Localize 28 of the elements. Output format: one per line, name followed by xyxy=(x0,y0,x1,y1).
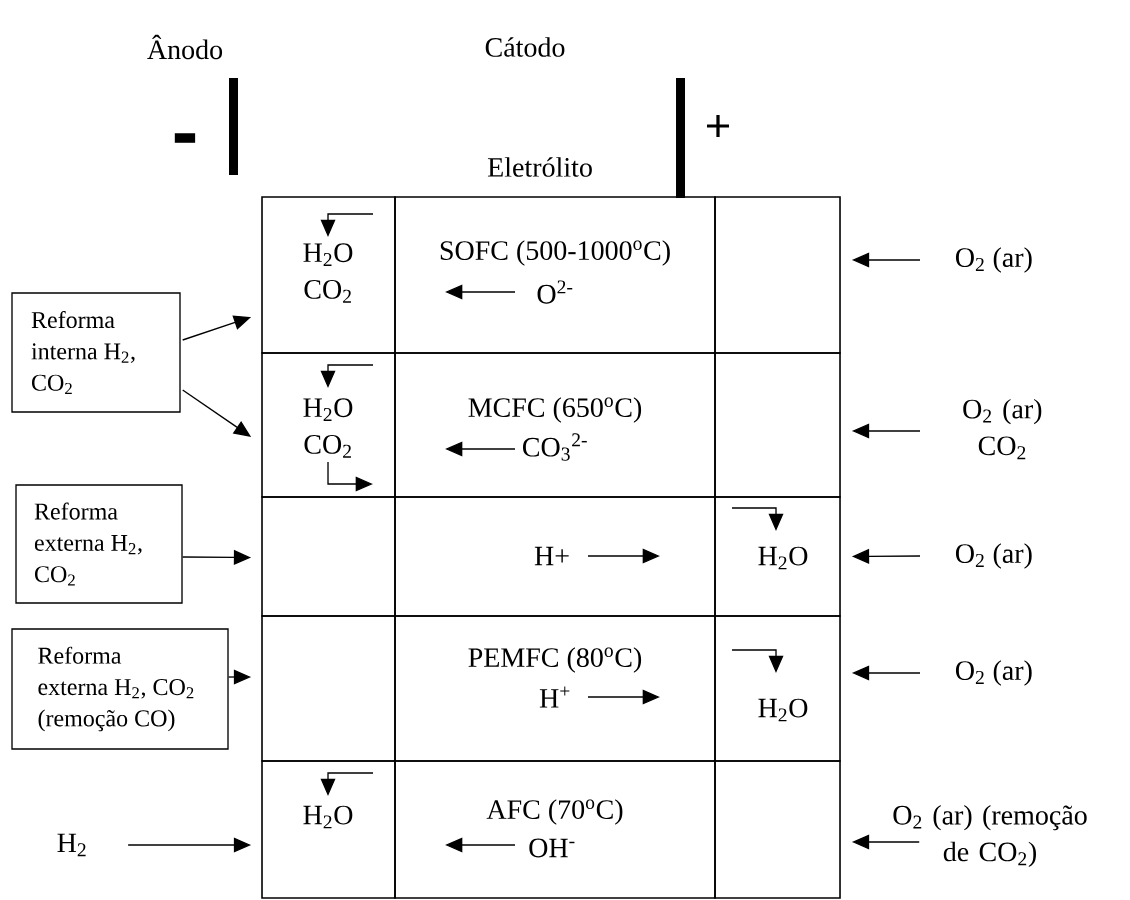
table-cell: SOFC (500-1000$^{o}$C) O$^{2-}$ xyxy=(394,196,716,354)
gas-label: O$_{2}$ (ar) xyxy=(955,660,1032,686)
table-cell xyxy=(714,196,841,354)
table-cell: H$_{2}$O xyxy=(261,760,396,899)
table-cell: AFC (70$^{o}$C) OH$^{-}$ xyxy=(394,760,716,899)
gas-label: O$_{2}$ (ar) xyxy=(955,543,1032,569)
text-label: Ânodo xyxy=(147,34,223,60)
table-cell xyxy=(714,760,841,899)
table-cell: H$_{2}$O xyxy=(714,615,841,762)
gas-label: H$_{2}$ xyxy=(57,833,86,857)
table-cell xyxy=(714,352,841,498)
process-box: Reforma interna H$_{2}$, CO$_{2}$ xyxy=(11,292,181,413)
gas-label: O$_{2}$ (ar) (remoção de CO$_{2}$) xyxy=(893,805,1087,868)
table-cell: H$_{2}$O xyxy=(714,496,841,617)
text-label: + xyxy=(707,114,729,138)
table-cell: H$_{2}$O CO$_{2}$ xyxy=(261,196,396,354)
table-cell: H$_{2}$O CO$_{2}$ xyxy=(261,352,396,498)
text-label: - xyxy=(174,133,196,143)
table-cell xyxy=(261,496,396,617)
table-cell: MCFC (650$^{o}$C) CO$_{3}$2- xyxy=(394,352,716,498)
gas-label: O$_{2}$ (ar) xyxy=(955,247,1032,273)
table-cell: PEMFC (80$^{o}$C) H$^{+}$ xyxy=(394,615,716,762)
text-label: Cátodo xyxy=(485,37,565,57)
gas-label: O$_{2}$ (ar) CO$_{2}$ xyxy=(963,398,1042,460)
table-cell: H+ xyxy=(394,496,716,617)
process-box: Reforma externa H$_{2}$, CO$_{2}$ (remoção CO) xyxy=(11,628,229,750)
process-box: Reforma externa H$_{2}$, CO$_{2}$ xyxy=(15,484,183,604)
table-cell xyxy=(261,615,396,762)
